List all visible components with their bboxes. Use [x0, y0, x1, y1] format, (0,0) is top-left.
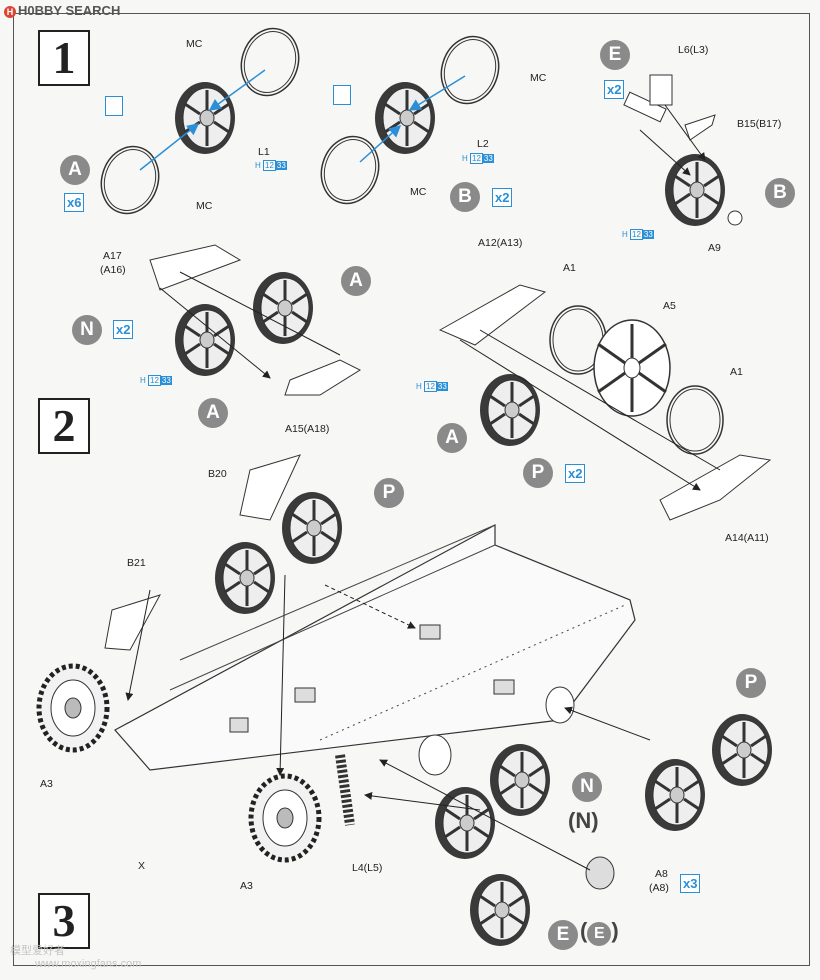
watermark-site: www.moxingfans.com	[35, 958, 142, 970]
label-a17: A17	[103, 250, 122, 262]
callout-e-paren: (E)	[580, 918, 619, 946]
paint-c1: 12	[424, 381, 437, 392]
label-l4: L4(L5)	[352, 862, 383, 874]
multiplier-x2: x2	[113, 320, 134, 339]
label-a15: A15(A18)	[285, 423, 330, 435]
hobbysearch-logo-icon: H	[4, 5, 16, 18]
multiplier-x2: x2	[565, 464, 586, 483]
label-a3-1: A3	[40, 778, 53, 790]
paint-c2: 33	[436, 382, 448, 391]
callout-e-inner: E	[587, 922, 612, 946]
paint-h: H	[462, 154, 468, 163]
callout-n-2: N	[572, 772, 602, 802]
multiplier-x2: x2	[492, 188, 513, 207]
paint-c2: 33	[275, 161, 287, 170]
multiplier-x3: x3	[680, 874, 701, 893]
label-a16: (A16)	[100, 264, 126, 276]
paint-h: H	[622, 230, 628, 239]
glue-drop-icon	[105, 96, 123, 116]
callout-a-2: A	[341, 266, 371, 296]
label-a9: A9	[708, 242, 721, 254]
callout-a-4: A	[437, 423, 467, 453]
label-mc-2: MC	[196, 200, 213, 212]
step-number-1: 1	[38, 30, 90, 86]
paren-close: )	[611, 918, 619, 943]
label-b15: B15(B17)	[737, 118, 782, 130]
label-a1-2: A1	[730, 366, 743, 378]
step3-drawing	[39, 454, 774, 948]
label-b20: B20	[208, 468, 227, 480]
paint-h: H	[255, 161, 261, 170]
paint-c2: 33	[482, 154, 494, 163]
step-number-2: 2	[38, 398, 90, 454]
step1-drawing	[92, 20, 743, 228]
label-b21: B21	[127, 557, 146, 569]
label-mc-3: MC	[530, 72, 547, 84]
callout-b-2: B	[765, 178, 795, 208]
callout-n-paren: (N)	[568, 808, 599, 833]
callout-n-1: N	[72, 315, 102, 345]
label-a8-paren: (A8)	[649, 882, 669, 894]
callout-p-2: P	[374, 478, 404, 508]
label-a12: A12(A13)	[478, 237, 523, 249]
logo-text: H0BBY SEARCH	[18, 3, 121, 18]
paint-h: H	[140, 376, 146, 385]
paint-c2: 33	[160, 376, 172, 385]
paint-c1: 12	[263, 160, 276, 171]
callout-e-1: E	[600, 40, 630, 70]
multiplier-x2: x2	[604, 80, 625, 99]
label-a14: A14(A11)	[725, 532, 769, 544]
watermark-cn: 模型爱好者	[10, 945, 65, 957]
label-a5: A5	[663, 300, 676, 312]
label-x: X	[138, 860, 146, 872]
label-l2: L2	[477, 138, 489, 150]
label-l1: L1	[258, 146, 270, 158]
callout-p-3: P	[736, 668, 766, 698]
label-a3-2: A3	[240, 880, 253, 892]
step2-drawing	[149, 244, 772, 521]
glue-drop-icon	[333, 85, 351, 105]
label-a1-1: A1	[563, 262, 576, 274]
label-mc-1: MC	[186, 38, 203, 50]
paint-c1: 12	[470, 153, 483, 164]
label-l6: L6(L3)	[678, 44, 709, 56]
paint-c1: 12	[148, 375, 161, 386]
paren-open: (	[580, 918, 588, 943]
paint-h: H	[416, 382, 422, 391]
callout-a-1: A	[60, 155, 90, 185]
road-wheel-arm	[623, 74, 716, 141]
diagram-frame	[13, 13, 810, 966]
paint-c1: 12	[630, 229, 643, 240]
callout-e-2: E	[548, 920, 578, 950]
multiplier-x6: x6	[64, 193, 85, 212]
callout-a-3: A	[198, 398, 228, 428]
callout-p-1: P	[523, 458, 553, 488]
callout-b-1: B	[450, 182, 480, 212]
label-mc-4: MC	[410, 186, 427, 198]
label-a8: A8	[655, 868, 668, 880]
step-number-3: 3	[38, 893, 90, 949]
paint-c2: 33	[642, 230, 654, 239]
